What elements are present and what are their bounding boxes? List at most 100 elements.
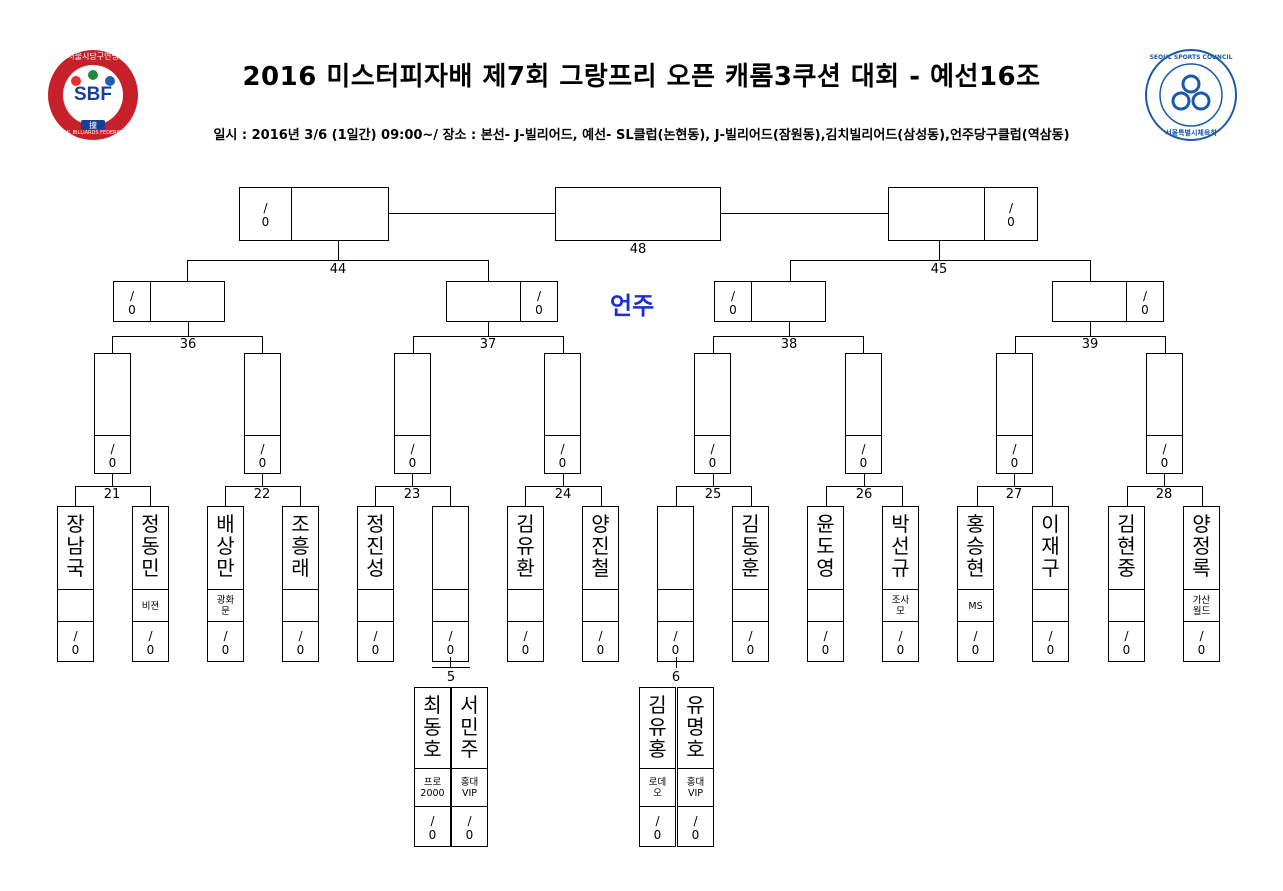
player-affiliation-box-6	[507, 589, 544, 622]
bracket-line	[1015, 336, 1016, 354]
player-score-box-4: / 0	[357, 621, 394, 662]
sbf-logo-top: 서울시당구연맹	[67, 52, 119, 61]
bracket-line	[1165, 336, 1166, 354]
player-name-box-sub-3: 유 명 호	[677, 687, 714, 769]
bracket-line	[525, 486, 526, 507]
score-text: / 0	[261, 201, 270, 229]
round16-score-7: / 0	[1146, 435, 1183, 474]
score-text: / 0	[729, 288, 737, 317]
player-name: 배 상 만	[216, 512, 235, 580]
player-affiliation-box-1: 비젼	[132, 589, 169, 622]
venue-label: 언주	[610, 292, 655, 320]
bracket-line	[563, 336, 564, 354]
player-name: 이 재 구	[1041, 512, 1060, 580]
player-name-box-10: 윤 도 영	[807, 506, 844, 590]
player-name: 양 진 철	[591, 512, 610, 580]
score-text: / 0	[821, 628, 830, 657]
score-text: / 0	[1141, 288, 1149, 317]
player-affiliation: 홍대 VIP	[686, 777, 705, 799]
score-text: / 0	[221, 628, 230, 657]
player-name-box-sub-1: 서 민 주	[451, 687, 488, 769]
player-affiliation-box-13	[1032, 589, 1069, 622]
bracket-line	[188, 322, 189, 337]
player-name: 조 흥 래	[291, 512, 310, 580]
player-name: 홍 승 현	[966, 512, 985, 580]
player-score-box-1: / 0	[132, 621, 169, 662]
player-affiliation: 로데 오	[648, 777, 667, 799]
round16-score-4: / 0	[694, 435, 731, 474]
player-score-box-sub-2: / 0	[639, 806, 676, 847]
match-number-m24: 24	[554, 487, 572, 502]
player-score-box-13: / 0	[1032, 621, 1069, 662]
quarter-score-0: / 0	[113, 281, 151, 322]
bracket-line	[902, 486, 903, 507]
connector-45-l	[790, 260, 791, 282]
match-number-m22: 22	[253, 487, 271, 502]
player-affiliation-box-7	[582, 589, 619, 622]
match-number-m23: 23	[403, 487, 421, 502]
score-text: / 0	[146, 628, 155, 657]
score-text: / 0	[258, 441, 267, 470]
bracket-line	[450, 486, 451, 507]
final-connector-left	[389, 213, 556, 214]
connector-44-r	[488, 260, 489, 282]
player-score-box-3: / 0	[282, 621, 319, 662]
score-text: / 0	[446, 628, 455, 657]
bracket-line	[1015, 336, 1166, 337]
player-score-box-12: / 0	[957, 621, 994, 662]
score-text: / 0	[371, 628, 380, 657]
player-affiliation-box-9	[732, 589, 769, 622]
score-text: / 0	[971, 628, 980, 657]
player-name-box-13: 이 재 구	[1032, 506, 1069, 590]
match-number-m5: 5	[446, 670, 456, 685]
player-name-box-2: 배 상 만	[207, 506, 244, 590]
bracket-line	[225, 486, 301, 487]
score-text: / 0	[408, 441, 417, 470]
sbf-logo-ring: SEOUL BILLIARDS FEDERATION	[54, 130, 132, 136]
player-affiliation-box-sub-1: 홍대 VIP	[451, 768, 488, 807]
player-affiliation-box-8	[657, 589, 694, 622]
player-name-box-6: 김 유 환	[507, 506, 544, 590]
player-name: 최 동 호	[423, 693, 442, 761]
page-title: 2016 미스터피자배 제7회 그랑프리 오픈 캐롬3쿠션 대회 - 예선16조	[242, 62, 1041, 92]
bracket-line	[826, 486, 903, 487]
score-text: / 0	[1046, 628, 1055, 657]
bracket-line	[713, 336, 714, 354]
player-score-box-15: / 0	[1183, 621, 1220, 662]
bracket-line	[1052, 486, 1053, 507]
score-text: / 0	[859, 441, 868, 470]
player-affiliation-box-5	[432, 589, 469, 622]
player-score-box-10: / 0	[807, 621, 844, 662]
player-name: 정 동 민	[141, 512, 160, 580]
bracket-line	[977, 486, 978, 507]
score-text: / 0	[296, 628, 305, 657]
player-score-box-sub-1: / 0	[451, 806, 488, 847]
score-text: / 0	[671, 628, 680, 657]
match-number-m39: 39	[1081, 337, 1099, 352]
match-number-m27: 27	[1005, 487, 1023, 502]
score-text: / 0	[128, 288, 136, 317]
player-score-box-sub-0: / 0	[414, 806, 451, 847]
player-affiliation: 광화 문	[216, 595, 235, 617]
player-name: 박 선 규	[891, 512, 910, 580]
player-affiliation: MS	[968, 600, 983, 612]
player-name-box-15: 양 정 록	[1183, 506, 1220, 590]
bracket-line	[450, 657, 451, 668]
match-number-m36: 36	[179, 337, 197, 352]
player-affiliation-box-sub-0: 프로 2000	[414, 768, 451, 807]
semifinal-right-score: / 0	[984, 187, 1038, 241]
bracket-line	[977, 486, 1053, 487]
score-text: / 0	[691, 813, 700, 842]
player-affiliation-box-14	[1108, 589, 1145, 622]
round16-score-3: / 0	[544, 435, 581, 474]
match-number-m48: 48	[629, 242, 647, 257]
bracket-line	[713, 336, 864, 337]
bracket-line	[676, 486, 677, 507]
player-affiliation-box-3	[282, 589, 319, 622]
player-affiliation-box-15: 가산 월드	[1183, 589, 1220, 622]
bracket-line	[300, 486, 301, 507]
player-affiliation-box-11: 조사 모	[882, 589, 919, 622]
bracket-line	[150, 486, 151, 507]
quarter-score-1: / 0	[520, 281, 558, 322]
